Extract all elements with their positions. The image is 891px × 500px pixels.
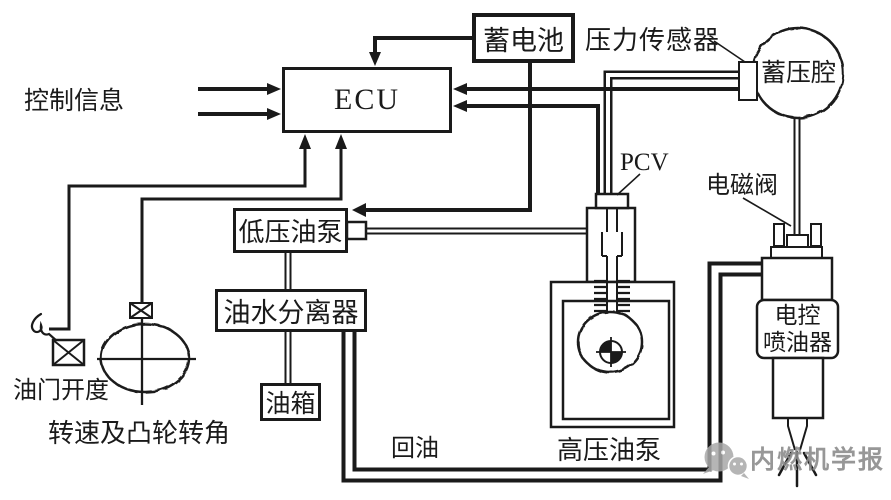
injector-label-line2: 喷油器: [763, 330, 832, 355]
injector-symbol: [755, 223, 840, 488]
injector-pin: [810, 223, 822, 247]
watermark-text: 内燃机学报: [750, 447, 886, 474]
cam-speed-sensor-symbol: [97, 302, 196, 405]
ecu-box: ECU: [282, 67, 452, 133]
control-info-label: 控制信息: [24, 88, 125, 115]
spray-lines: [777, 450, 818, 488]
injector-label-line1: 电控: [774, 303, 821, 328]
spring-icon: [594, 279, 630, 313]
arrowheads: [267, 52, 467, 217]
speed-cam-angle-label: 转速及凸轮转角: [48, 419, 231, 448]
injector-label: 电控 喷油器: [757, 302, 838, 356]
pcv-valve: [594, 192, 630, 210]
pump-outlet-stub: [345, 220, 368, 241]
injector-pin: [773, 223, 785, 247]
high-pressure-pump-label: 高压油泵: [557, 436, 662, 465]
battery-box: 蓄电池: [472, 13, 575, 63]
solenoid-valve-label: 电磁阀: [706, 173, 778, 199]
fuel-tank-box: 油箱: [260, 383, 321, 421]
lever-hook-icon: [30, 312, 60, 344]
pressure-sensor-label: 压力传感器: [585, 26, 721, 55]
throttle-sensor-symbol: [30, 312, 86, 367]
label-pointers: [616, 40, 792, 227]
nozzle: [787, 418, 808, 451]
signal-wires: [49, 36, 741, 331]
accumulator-chamber-label: 蓄压腔: [761, 60, 837, 87]
pressure-sensor-box: [738, 61, 758, 101]
watermark-logo-icon: [703, 442, 749, 479]
throttle-opening-label: 油门开度: [13, 378, 109, 404]
low-pressure-pump-box: 低压油泵: [233, 208, 348, 253]
high-pressure-pump-symbol: [549, 192, 676, 429]
plunger: [601, 208, 623, 316]
return-oil-label: 回油: [391, 436, 439, 462]
fuel-pipes: [284, 70, 801, 483]
accumulator-symbol: [738, 26, 845, 120]
pcv-label: PCV: [620, 149, 669, 176]
oil-water-separator-box: 油水分离器: [215, 289, 367, 332]
